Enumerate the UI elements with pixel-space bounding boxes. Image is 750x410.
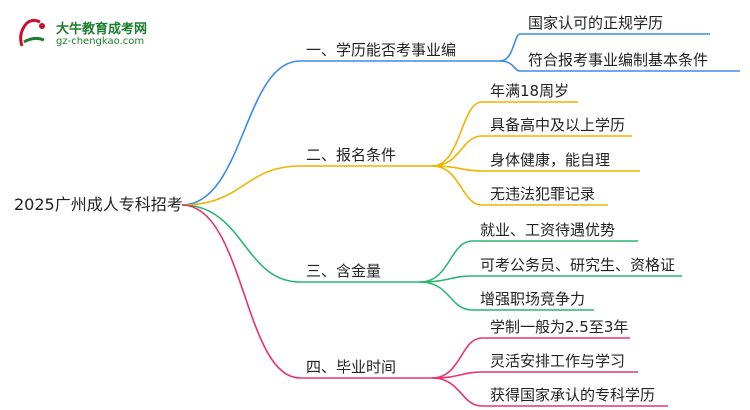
branch-label: 二、报名条件 (306, 146, 397, 164)
leaf-label: 国家认可的正规学历 (528, 14, 664, 32)
leaf-connector (419, 240, 638, 283)
leaf-connector (431, 165, 640, 172)
branch-connector (181, 204, 420, 283)
leaf-label: 获得国家承认的专科学历 (490, 386, 656, 404)
branch-connector (181, 60, 500, 206)
leaf-connector (431, 165, 608, 206)
leaf-label: 具备高中及以上学历 (490, 116, 626, 134)
logo-mark-icon (19, 18, 45, 47)
branch-label: 四、毕业时间 (306, 358, 397, 376)
leaf-label: 符合报考事业编制基本条件 (528, 51, 709, 69)
leaf-label: 身体健康，能自理 (490, 151, 611, 169)
leaf-label: 无违法犯罪记录 (490, 185, 596, 203)
leaf-connector (419, 275, 682, 283)
site-logo[interactable]: 大牛教育成考网 gz-chengkao.com (14, 14, 164, 58)
branch-label: 一、学历能否考事业编 (306, 41, 457, 59)
logo-url: gz-chengkao.com (56, 36, 145, 47)
leaf-connector (431, 371, 638, 379)
leaf-label: 可考公务员、研究生、资格证 (480, 256, 676, 274)
leaf-label: 就业、工资待遇优势 (480, 221, 616, 239)
leaf-connector (499, 33, 710, 62)
leaf-connector (431, 377, 668, 407)
leaf-connector (431, 337, 630, 379)
leaf-label: 灵活安排工作与学习 (490, 352, 626, 370)
leaf-connector (431, 135, 632, 167)
leaf-label: 学制一般为2.5至3年 (490, 318, 629, 336)
leaf-label: 年满18周岁 (490, 82, 570, 100)
logo-title: 大牛教育成考网 (56, 22, 148, 37)
leaf-connector (499, 60, 740, 72)
branch-connector (181, 204, 432, 379)
leaf-label: 增强职场竞争力 (480, 290, 586, 308)
branch-connector (181, 165, 432, 206)
leaf-connector (419, 281, 594, 311)
leaf-connector (431, 101, 578, 167)
branch-label: 三、含金量 (306, 262, 382, 280)
mindmap-root: 2025广州成人专科招考 (14, 195, 183, 214)
